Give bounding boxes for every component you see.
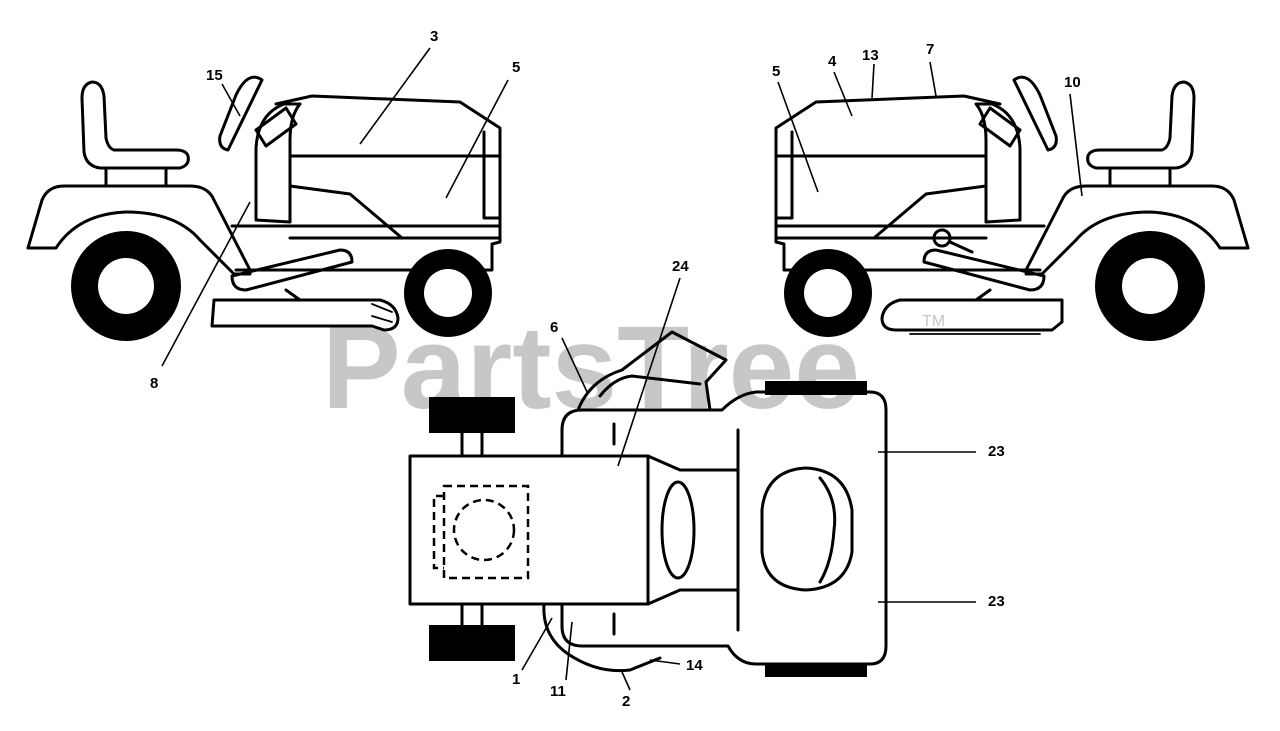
callout-labels: 3 5 15 8 5 4 13 7 10 24 6 23 23 1 11 2 1…: [150, 28, 1081, 710]
tractor-right-side-view: [774, 75, 1250, 341]
callout-6: 6: [550, 319, 558, 336]
callout-1: 1: [512, 671, 520, 688]
callout-3: 3: [430, 28, 438, 45]
callout-11: 11: [550, 683, 566, 700]
callout-15: 15: [206, 67, 223, 84]
watermark-text: PartsTree: [322, 302, 860, 434]
watermark: PartsTree TM: [322, 302, 945, 434]
callout-5-right: 5: [772, 63, 780, 80]
tractor-top-view: [408, 330, 888, 677]
callout-7: 7: [926, 41, 934, 58]
callout-14: 14: [686, 657, 703, 674]
callout-4: 4: [828, 53, 837, 70]
callout-10: 10: [1064, 74, 1081, 91]
callout-24: 24: [672, 258, 689, 275]
watermark-tm: TM: [922, 313, 945, 330]
callout-23-bottom: 23: [988, 593, 1005, 610]
callout-13: 13: [862, 47, 879, 64]
callout-23-top: 23: [988, 443, 1005, 460]
callout-2: 2: [622, 693, 630, 710]
leader-lines: [161, 47, 1083, 691]
callout-5-left: 5: [512, 59, 520, 76]
callout-8: 8: [150, 375, 158, 392]
tractor-left-side-view: [26, 75, 502, 341]
